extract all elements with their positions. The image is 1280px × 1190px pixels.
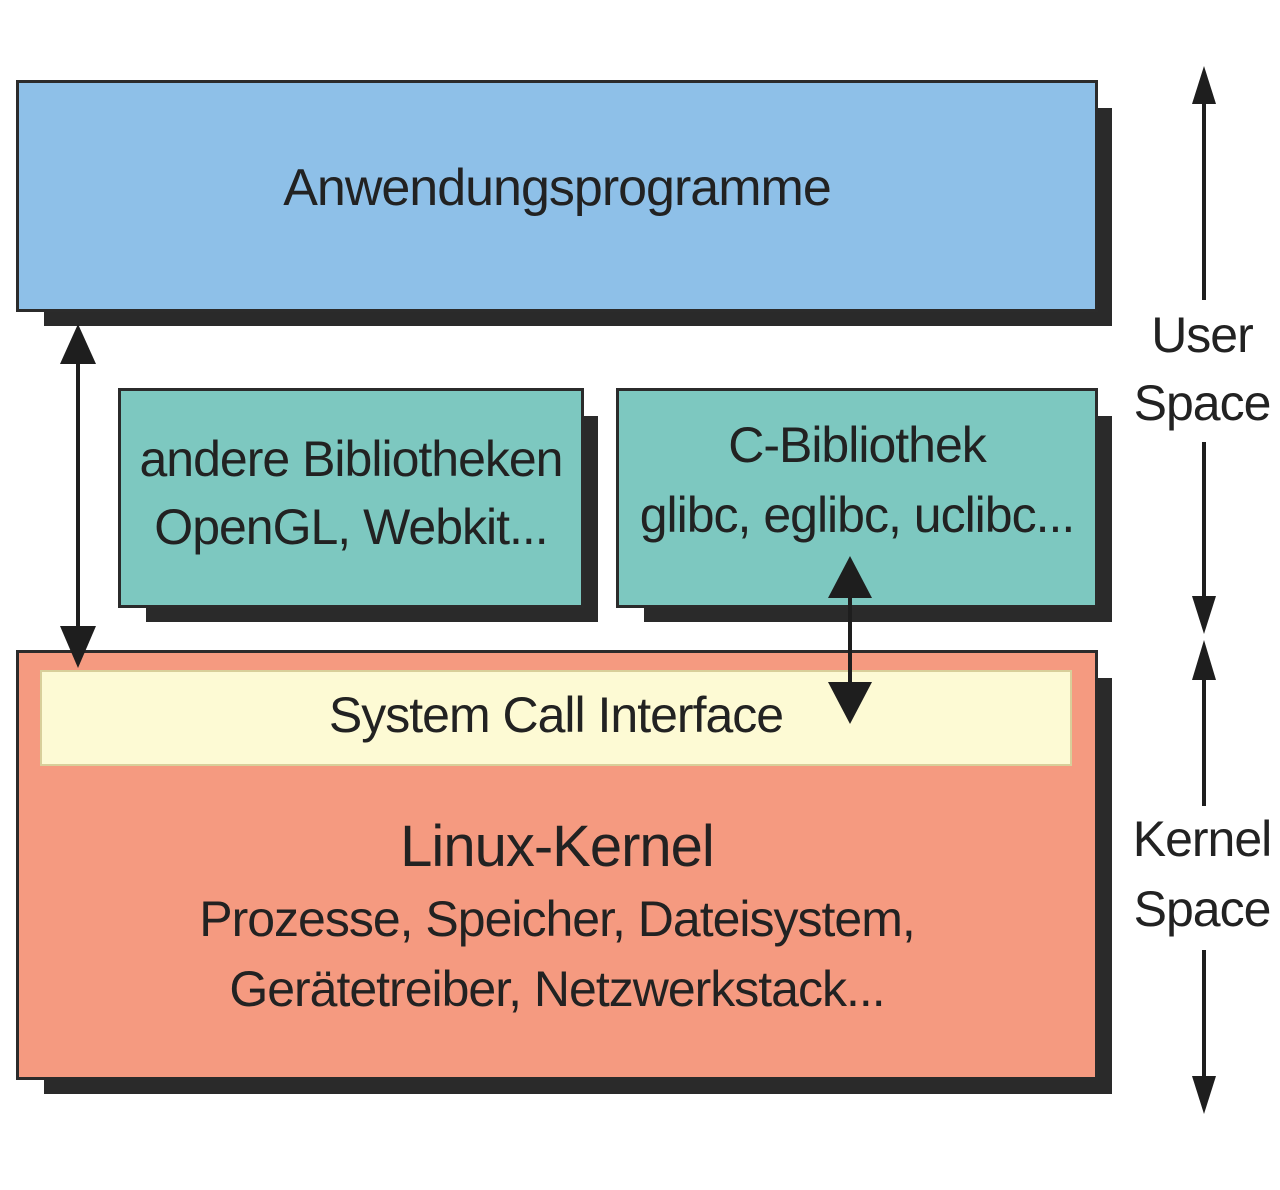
clib-syscall-arrow (828, 556, 872, 724)
system-call-interface-box (40, 670, 1072, 766)
application-kernel-arrow (60, 324, 96, 668)
other-libraries-examples: OpenGL, Webkit... (154, 499, 548, 555)
other-libraries-title: andere Bibliotheken (139, 431, 564, 487)
application-layer (16, 80, 1098, 312)
user-space-arrow (1192, 66, 1216, 634)
kernel-space-arrow (1192, 640, 1216, 1114)
c-library-title: C-Bibliothek (728, 417, 987, 473)
application-layer-label: Anwendungsprogramme (283, 159, 832, 217)
kernel-space-label-line2: Space (1133, 881, 1272, 937)
c-library-examples: glibc, eglibc, uclibc... (639, 487, 1076, 543)
user-space-label-line2: Space (1133, 375, 1272, 431)
system-call-interface-label: System Call Interface (328, 687, 784, 743)
user-space-label-line1: User (1151, 307, 1254, 363)
kernel-space-label-line1: Kernel (1132, 811, 1273, 867)
kernel-components-line1: Prozesse, Speicher, Dateisystem, (199, 891, 916, 947)
other-libraries-box (118, 388, 584, 608)
kernel-title: Linux-Kernel (400, 814, 715, 879)
kernel-components-line2: Gerätetreiber, Netzwerkstack... (229, 961, 885, 1017)
